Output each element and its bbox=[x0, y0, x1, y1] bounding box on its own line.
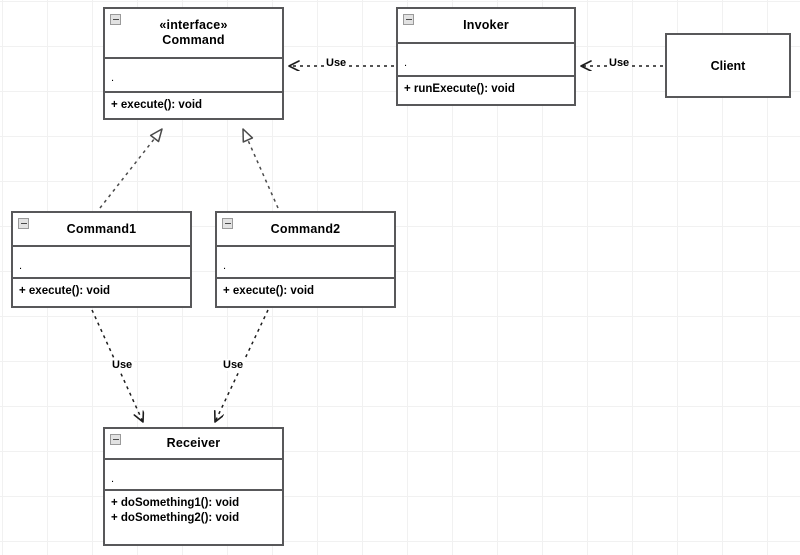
collapse-icon[interactable] bbox=[110, 434, 121, 445]
edge-label-client-uses-invoker: Use bbox=[607, 57, 632, 69]
class-invoker[interactable]: Invoker . + runExecute(): void bbox=[396, 7, 576, 106]
class-command-operations-compartment: + execute(): void bbox=[105, 91, 282, 118]
class-receiver-operation-0: + doSomething1(): void bbox=[111, 497, 240, 509]
class-command-name: «interface» Command bbox=[159, 18, 227, 48]
class-command2-operations-compartment: + execute(): void bbox=[217, 277, 394, 306]
edge-label-invoker-uses-command: Use bbox=[324, 57, 349, 69]
class-command1[interactable]: Command1 . + execute(): void bbox=[11, 211, 192, 308]
class-command-attributes-compartment: . bbox=[105, 57, 282, 91]
class-command1-attribute-0: . bbox=[19, 260, 23, 272]
class-command-label: Command bbox=[162, 33, 225, 47]
class-command2-attributes-compartment: . bbox=[217, 245, 394, 277]
class-command1-label: Command1 bbox=[66, 221, 137, 236]
edge-label-command1-uses-receiver: Use bbox=[110, 359, 135, 371]
class-client[interactable]: Client bbox=[665, 33, 791, 98]
collapse-icon[interactable] bbox=[18, 218, 29, 229]
class-invoker-attribute-0: . bbox=[404, 57, 408, 69]
collapse-icon[interactable] bbox=[110, 14, 121, 25]
class-receiver-attributes-compartment: . bbox=[105, 458, 282, 489]
class-receiver-label: Receiver bbox=[166, 436, 221, 450]
class-client-label: Client bbox=[710, 58, 746, 73]
class-receiver-operations-compartment: + doSomething1(): void + doSomething2():… bbox=[105, 489, 282, 544]
class-command-stereotype: «interface» bbox=[159, 18, 228, 32]
class-command1-title-compartment: Command1 bbox=[13, 213, 190, 245]
class-invoker-operation-0: + runExecute(): void bbox=[404, 83, 515, 95]
class-invoker-operations-compartment: + runExecute(): void bbox=[398, 75, 574, 104]
class-command[interactable]: «interface» Command . + execute(): void bbox=[103, 7, 284, 120]
class-receiver[interactable]: Receiver . + doSomething1(): void + doSo… bbox=[103, 427, 284, 546]
class-invoker-attributes-compartment: . bbox=[398, 42, 574, 75]
connector-command1-realizes-command bbox=[99, 128, 163, 209]
class-command2-title-compartment: Command2 bbox=[217, 213, 394, 245]
class-receiver-attribute-0: . bbox=[111, 473, 115, 485]
class-command-operation-0: + execute(): void bbox=[111, 99, 203, 111]
class-invoker-title-compartment: Invoker bbox=[398, 9, 574, 42]
edge-label-command2-uses-receiver: Use bbox=[221, 359, 246, 371]
class-invoker-label: Invoker bbox=[463, 18, 509, 32]
class-command1-operations-compartment: + execute(): void bbox=[13, 277, 190, 306]
class-command2-operation-0: + execute(): void bbox=[223, 285, 315, 297]
class-receiver-operation-1: + doSomething2(): void bbox=[111, 512, 240, 524]
class-command1-operation-0: + execute(): void bbox=[19, 285, 111, 297]
collapse-icon[interactable] bbox=[403, 14, 414, 25]
class-command2[interactable]: Command2 . + execute(): void bbox=[215, 211, 396, 308]
connector-command2-realizes-command bbox=[242, 128, 279, 209]
class-receiver-title-compartment: Receiver bbox=[105, 429, 282, 458]
class-command-title-compartment: «interface» Command bbox=[105, 9, 282, 57]
class-command2-attribute-0: . bbox=[223, 260, 227, 272]
class-command1-attributes-compartment: . bbox=[13, 245, 190, 277]
class-command2-label: Command2 bbox=[270, 221, 341, 236]
class-command-attribute-0: . bbox=[111, 72, 115, 84]
collapse-icon[interactable] bbox=[222, 218, 233, 229]
